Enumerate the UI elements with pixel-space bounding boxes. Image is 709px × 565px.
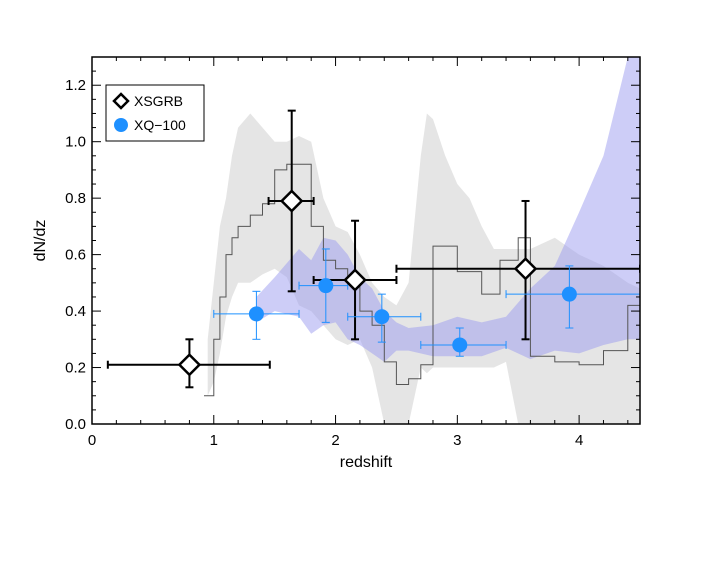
xq100-point-2 bbox=[374, 309, 390, 325]
xq100-point-4 bbox=[561, 286, 577, 302]
model-line-0 bbox=[204, 163, 640, 397]
xq100-point-0 bbox=[248, 306, 264, 322]
xsgrb-point-3 bbox=[513, 256, 538, 281]
y-tick-label: 0.4 bbox=[65, 303, 86, 320]
y-tick-label: 0.2 bbox=[65, 360, 86, 377]
y-axis-title: dN/dz bbox=[32, 220, 49, 262]
y-tick-label: 1.2 bbox=[65, 77, 86, 94]
x-axis-title: redshift bbox=[340, 454, 393, 471]
legend-xsgrb-marker bbox=[112, 92, 130, 110]
data-markers bbox=[177, 189, 577, 377]
y-tick-label: 0.6 bbox=[65, 247, 86, 264]
x-tick-label: 0 bbox=[88, 432, 96, 449]
x-tick-label: 4 bbox=[575, 432, 583, 449]
uncertainty-bands bbox=[207, 57, 640, 424]
legend-label: XQ−100 bbox=[134, 117, 186, 133]
legend-xq100-marker bbox=[114, 118, 128, 132]
xsgrb-point-1 bbox=[279, 189, 304, 213]
axis-ticks: 0 1 2 3 4 0.0 0.2 0.4 0.6 0.8 1.0 1.2 bbox=[65, 57, 640, 449]
xq100-point-1 bbox=[318, 278, 334, 294]
legend-label: XSGRB bbox=[134, 93, 183, 109]
y-tick-label: 0.8 bbox=[65, 190, 86, 207]
legend: XSGRB XQ−100 bbox=[105, 84, 205, 142]
x-tick-label: 1 bbox=[210, 432, 218, 449]
xsgrb-point-0 bbox=[177, 352, 202, 377]
x-tick-label: 2 bbox=[331, 432, 339, 449]
y-tick-label: 0.0 bbox=[65, 416, 86, 433]
model-lines bbox=[204, 163, 640, 397]
x-tick-label: 3 bbox=[453, 432, 461, 449]
xsgrb-point-2 bbox=[343, 268, 367, 292]
y-tick-label: 1.0 bbox=[65, 134, 86, 151]
xq100-point-3 bbox=[452, 337, 468, 353]
